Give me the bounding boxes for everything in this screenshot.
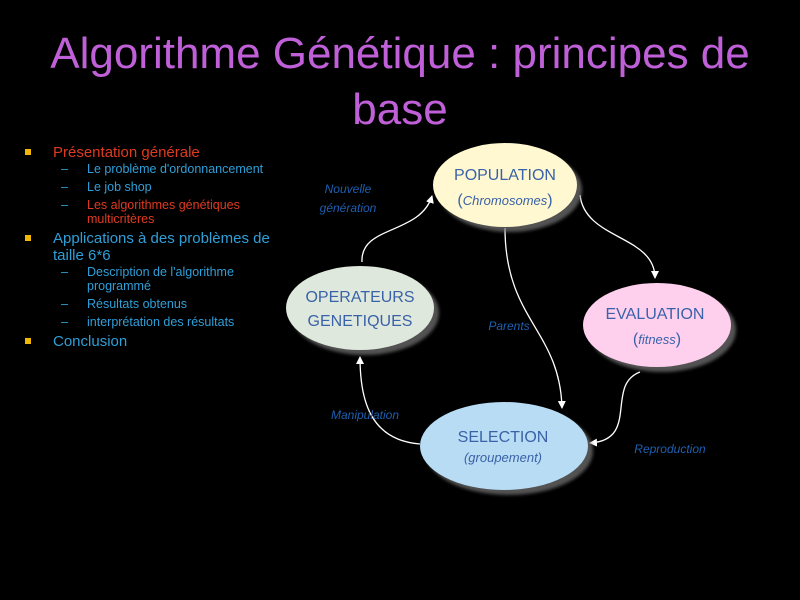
- edge-operateurs-to-population: [361, 195, 434, 263]
- population-node: [433, 143, 577, 227]
- evaluation-title: EVALUATION: [606, 306, 705, 323]
- outline-item-presentation: Présentation générale – Le problème d'ord…: [22, 144, 292, 226]
- sub-item: – Description de l'algorithme programmé: [53, 265, 292, 293]
- edge-evaluation-to-selection: [589, 371, 641, 447]
- sub-item-label: Le job shop: [87, 180, 152, 194]
- evaluation-subtitle: (fitness): [633, 331, 681, 348]
- evaluation-node: [583, 283, 731, 367]
- sub-list: – Le problème d'ordonnancement – Le job sh…: [53, 162, 292, 226]
- edge-label-manipulation: Manipulation: [331, 408, 399, 422]
- square-bullet-icon: [25, 235, 31, 241]
- paren-open: (: [457, 192, 463, 209]
- dash-icon: –: [61, 315, 68, 329]
- sub-item-label: Description de l'algorithme programmé: [87, 265, 234, 293]
- selection-subtitle: (groupement): [464, 450, 542, 465]
- selection-node: [420, 402, 588, 490]
- sub-list: – Description de l'algorithme programmé –…: [53, 265, 292, 329]
- outline-item-label: Présentation générale: [53, 144, 200, 161]
- edge-label-reproduction: Reproduction: [634, 442, 706, 456]
- dash-icon: –: [61, 180, 68, 194]
- outline-item-label: Conclusion: [53, 333, 128, 350]
- sub-item: – interprétation des résultats: [53, 315, 292, 329]
- selection-title: SELECTION: [458, 429, 549, 446]
- slide-title: Algorithme Génétique : principes de base: [50, 29, 750, 134]
- dash-icon: –: [61, 265, 68, 279]
- outline-list: Présentation générale – Le problème d'ord…: [22, 144, 292, 352]
- dash-icon: –: [61, 198, 68, 212]
- outline-item-applications: Applications à des problèmes de taille 6…: [22, 230, 292, 329]
- paren-close: ): [547, 192, 552, 209]
- outline-item-conclusion: Conclusion: [22, 333, 292, 350]
- dash-icon: –: [61, 162, 68, 176]
- square-bullet-icon: [25, 149, 31, 155]
- outline-item-label: Applications à des problèmes de taille 6…: [53, 230, 270, 264]
- sub-item-label: interprétation des résultats: [87, 315, 235, 329]
- edge-population-to-evaluation: [579, 194, 659, 279]
- paren-open: (: [633, 331, 639, 348]
- dash-icon: –: [61, 297, 68, 311]
- edge-label-generation: génération: [320, 201, 377, 215]
- sub-item-label: Le problème d'ordonnancement: [87, 162, 264, 176]
- operateurs-title-line1: OPERATEURS: [305, 289, 414, 306]
- paren-close: ): [676, 331, 681, 348]
- sub-item-label: Les algorithmes génétiques multicritères: [87, 198, 240, 226]
- operateurs-node: [286, 266, 434, 350]
- edge-selection-to-operateurs: [356, 356, 421, 445]
- edge-label-parents: Parents: [488, 319, 529, 333]
- sub-item-label: Résultats obtenus: [87, 297, 188, 311]
- sub-item: – Les algorithmes génétiques multicritère…: [53, 198, 292, 226]
- population-subtitle: (Chromosomes): [457, 192, 552, 209]
- edge-population-to-selection: [504, 227, 566, 409]
- operateurs-title-line2: GENETIQUES: [308, 313, 413, 330]
- population-sub-text: Chromosomes: [463, 193, 548, 208]
- population-title: POPULATION: [454, 167, 556, 184]
- evaluation-sub-text: fitness: [638, 332, 676, 347]
- sub-item: – Le problème d'ordonnancement: [53, 162, 292, 176]
- sub-item: – Résultats obtenus: [53, 297, 292, 311]
- edge-label-nouvelle: Nouvelle: [325, 182, 372, 196]
- sub-item: – Le job shop: [53, 180, 292, 194]
- square-bullet-icon: [25, 338, 31, 344]
